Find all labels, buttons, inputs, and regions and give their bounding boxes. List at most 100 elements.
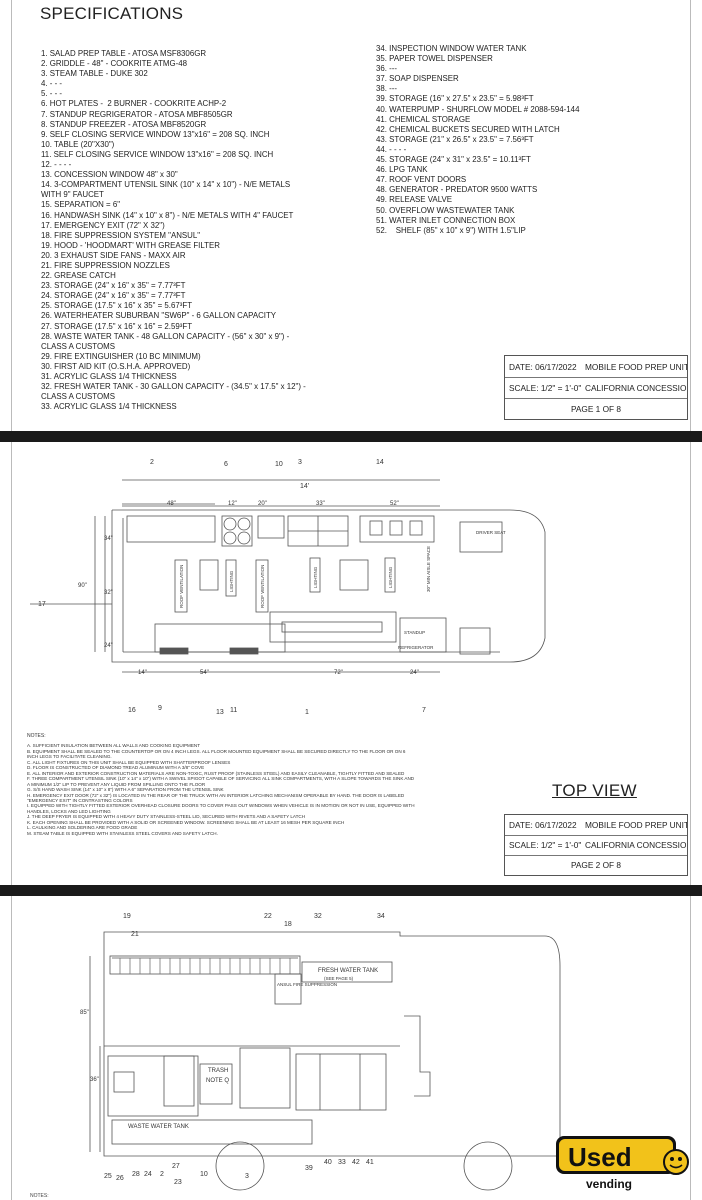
note-item: A. SUFFICIENT INSULATION BETWEEN ALL WAL… (27, 743, 201, 749)
callout-21: 21 (131, 931, 139, 938)
callout-42: 42 (352, 1159, 360, 1166)
note-item: H. EMERGENCY EXIT DOOR (72" x 32") IS LO… (27, 792, 405, 803)
spec-item: 24. STORAGE (24" x 16" x 35" = 7.77³FT (41, 291, 186, 301)
see-page-label: (SEE PAGE 5) (324, 976, 354, 981)
dim-34: 34" (104, 536, 113, 542)
spec-item: 20. 3 EXHAUST SIDE FANS - MAXX AIR (41, 250, 186, 260)
aisle-space-label: 30" MIN AISLE SPACE (426, 546, 431, 592)
callout-22: 22 (264, 913, 272, 920)
side-view-drawing: 19 21 22 18 32 34 85" 36" FRESH WATER TA… (80, 913, 561, 1191)
note-item: K. EACH OPENING SHALL BE PROVIDED WITH A… (27, 819, 345, 825)
spec-item: 33. ACRYLIC GLASS 1/4 THICKNESS (41, 402, 177, 412)
footer-notes: NOTES: (30, 1193, 49, 1199)
tb-date: DATE: 06/17/2022 (509, 361, 577, 372)
spec-item: 49. RELEASE VALVE (376, 195, 453, 205)
callout-2: 2 (150, 459, 154, 466)
callout-13: 13 (216, 709, 224, 716)
used-vending-logo: Used vending (556, 1136, 689, 1191)
note-item: J. THE DEEP FRYER IS EQUIPPED WITH 4 HEA… (27, 814, 306, 820)
standup-refrigerator (399, 617, 447, 653)
note-item: F. THREE COMPARTMENT UTENSIL SINK (10" x… (27, 776, 415, 787)
spec-item: 37. SOAP DISPENSER (376, 74, 459, 84)
tb-scale: SCALE: 1/2" = 1'-0" (509, 382, 582, 393)
callout-41: 41 (366, 1159, 374, 1166)
spec-item: 25. STORAGE (17.5" x 16" x 35" = 5.67³FT (41, 301, 193, 311)
note-item: G. S/S HAND WASH SINK (14" x 10" x 8") W… (27, 787, 224, 793)
note-item: L. CAULKING AND SOLDERING ARE FOOD GRADE (27, 825, 138, 831)
front-wheel (463, 1141, 513, 1191)
spec-item: 6. HOT PLATES - 2 BURNER - COOKRITE ACHP… (41, 99, 227, 109)
spec-item: 2. GRIDDLE - 48" - COOKRITE ATMG-48 (41, 59, 188, 69)
spec-item: 47. ROOF VENT DOORS (376, 175, 467, 185)
spec-item: 36. --- (376, 64, 398, 74)
callout-18: 18 (284, 921, 292, 928)
floor-plan-drawing: 2 6 10 3 14 14' 48" 12" 20" 33" 52" 34" … (30, 459, 546, 716)
spec-item: 22. GREASE CATCH (41, 271, 116, 281)
spec-item: 41. CHEMICAL STORAGE (376, 114, 471, 124)
spec-item: 31. ACRYLIC GLASS 1/4 THICKNESS (41, 372, 177, 381)
spec-item: 15. SEPARATION = 6" (41, 200, 121, 210)
tb-page: PAGE 1 OF 8 (570, 403, 622, 414)
callout-11: 11 (230, 707, 237, 714)
dim-14: 14" (138, 670, 147, 676)
rear-wheel (215, 1141, 265, 1191)
spec-item: 51. WATER INLET CONNECTION BOX (376, 215, 516, 225)
callout-25: 25 (104, 1173, 112, 1180)
note-item: I. EQUIPPED WITH TIGHTLY FITTED EXTERIOR… (27, 803, 415, 814)
roof-vent-1 (174, 559, 188, 613)
truck-side-outline (103, 931, 561, 1157)
logo-mark (556, 1136, 689, 1175)
spec-item: 10. TABLE (20"X30") (41, 139, 115, 149)
spec-item: 18. FIRE SUPPRESSION SYSTEM "ANSUL" (41, 230, 201, 240)
spec-item: 29. FIRE EXTINGUISHER (10 BC MINIMUM) (41, 351, 201, 361)
spec-item: 43. STORAGE (21" x 26.5" x 23.5" = 7.56³… (376, 134, 534, 144)
tb-date: DATE: 06/17/2022 (509, 820, 577, 830)
page-divider (0, 431, 702, 442)
callout-19: 19 (123, 913, 131, 920)
callout-6: 6 (224, 461, 228, 468)
passenger-seat (459, 627, 491, 655)
callout-3: 3 (298, 459, 302, 466)
callout-2b: 2 (160, 1171, 164, 1178)
note-item: M. STEAM TABLE IS EQUIPPED WITH STAINLES… (27, 830, 218, 836)
callout-34: 34 (377, 913, 385, 920)
dim-52: 52" (390, 501, 399, 507)
dim-90: 90" (78, 583, 87, 589)
title-block-page1: DATE: 06/17/2022 MOBILE FOOD PREP UNIT S… (504, 355, 688, 420)
refrigerated-table (269, 611, 397, 643)
trash (199, 1063, 233, 1105)
dim-32: 32" (104, 590, 113, 596)
notes-block: NOTES: A. SUFFICIENT INSULATION BETWEEN … (27, 733, 417, 836)
tb-project: MOBILE FOOD PREP UNIT (585, 361, 687, 372)
callout-23: 23 (174, 1179, 182, 1186)
top-view-title: TOP VIEW (552, 781, 637, 800)
spec-item: 52. SHELF (85" x 10" x 9") WITH 1.5"LIP (376, 225, 526, 235)
spec-item: 7. STANDUP REGRIGERATOR - ATOSA MBF8505G… (41, 109, 233, 119)
lower-cabinet-mid (239, 1047, 291, 1109)
callout-32: 32 (314, 913, 322, 920)
truck-outline (111, 509, 546, 663)
spec-item: 42. CHEMICAL BUCKETS SECURED WITH LATCH (376, 124, 560, 134)
roof-vent-2 (255, 559, 269, 613)
sheet-specifications: SPECIFICATIONS 1. SALAD PREP TABLE - ATO… (0, 0, 702, 431)
sheet-border (11, 896, 691, 1200)
spec-item: 32. FRESH WATER TANK - 30 GALLON CAPACIT… (41, 382, 306, 402)
dim-72: 72" (334, 670, 343, 676)
callout-16: 16 (128, 707, 136, 714)
tb-scale: SCALE: 1/2" = 1'-0" (509, 840, 582, 850)
sheet-border (11, 0, 691, 431)
ansul-label: ANSUL FIRE SUPPRESSION (277, 982, 337, 987)
spec-item: 40. WATERPUMP - SHURFLOW MODEL # 2088-59… (376, 104, 580, 114)
callout-33: 33 (338, 1159, 346, 1166)
spec-item: 11. SELF CLOSING SERVICE WINDOW 13"x16" … (41, 149, 274, 159)
spec-item: 45. STORAGE (24" x 31" x 23.5" = 10.11³F… (376, 155, 531, 165)
spec-item: 46. LPG TANK (376, 165, 428, 175)
callout-10b: 10 (200, 1171, 208, 1178)
dim-24: 24" (104, 643, 113, 649)
lower-cabinet-right (295, 1053, 387, 1111)
trash-label: TRASH (208, 1068, 228, 1074)
spec-item: 17. EMERGENCY EXIT (72" X 32") (41, 220, 165, 230)
dim-20: 20" (258, 501, 267, 507)
